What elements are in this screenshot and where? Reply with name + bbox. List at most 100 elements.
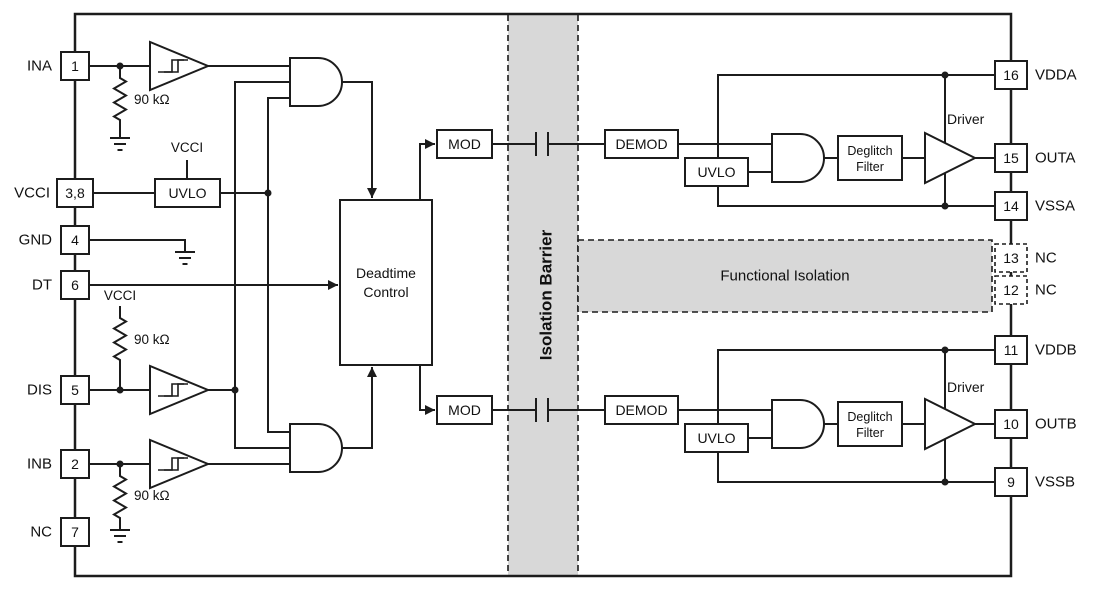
pin-box [60,517,90,547]
driver-b: Driver [924,379,985,451]
hysteresis-icon [164,383,188,397]
svg-text:Control: Control [363,284,408,300]
pin-box [60,375,90,405]
uvlo-block-b-right: UVLO [684,423,749,453]
pin-box [994,275,1028,305]
isolation-capacitor-a-icon [535,132,549,156]
wire-uvlo-rail [267,97,290,433]
wires [89,65,995,483]
resistor-icon [112,306,128,390]
pin-label: GND [19,232,53,249]
pin-vdda: 16 VDDA [994,60,1077,90]
pin-label: VCCI [14,185,50,202]
svg-text:Filter: Filter [856,160,884,174]
uvlo-block-a-right: UVLO [684,157,749,187]
driver-triangle-icon [924,131,978,185]
wire-deadtime-to-moda [419,139,435,200]
pin-box [994,467,1028,497]
pin-number: 4 [71,232,79,248]
pin-number: 13 [1003,250,1019,266]
functional-isolation-label: Functional Isolation [720,268,849,285]
vcci-label: VCCI [171,140,203,155]
pin-box [994,191,1028,221]
schmitt-buffer-dis [149,364,211,416]
wire-vdda-rail [717,74,995,158]
pin-label: INA [27,58,52,75]
pin-label: OUTB [1035,416,1077,433]
pin-box [994,409,1028,439]
pin-nc-13: 13 NC [994,243,1057,273]
gnd-ground-icon [175,251,195,265]
pin-number: 11 [1004,342,1019,358]
ground-icon [110,529,130,543]
pin-dis: DIS 5 [27,375,90,405]
wire-vssa-rail [717,186,995,207]
pin-label: OUTA [1035,150,1076,167]
pin-vssb: 9 VSSB [994,467,1075,497]
pin-label: NC [1035,282,1057,299]
pin-label: VSSA [1035,198,1075,215]
schmitt-buffer-inb [149,438,211,490]
svg-text:DEMOD: DEMOD [615,136,667,152]
wire-deadtime-to-modb [419,365,435,415]
pin-number: 3,8 [65,185,85,201]
deglitch-filter-block-b: Deglitch Filter [837,401,903,447]
pin-outa: 15 OUTA [994,143,1076,173]
pin-number: 2 [71,456,79,472]
pin-label: INB [27,456,52,473]
wire-gnd-pin [89,239,186,252]
junction-dots [116,62,949,486]
pin-label: VDDB [1035,342,1077,359]
functional-isolation-band: Functional Isolation [577,239,993,313]
schmitt-buffer-ina [149,40,211,92]
svg-text:MOD: MOD [448,136,481,152]
pin-number: 14 [1003,198,1019,214]
isolation-capacitor-b-icon [535,398,549,422]
pin-label: DIS [27,382,52,399]
pulldown-resistor-inb: 90 kΩ [110,464,170,543]
driver-label: Driver [947,111,985,127]
resistor-value-label: 90 kΩ [134,92,170,107]
pin-dt: DT 6 [32,270,90,300]
and-gate-a-left [289,57,343,107]
svg-text:UVLO: UVLO [697,430,735,446]
pin-inb: INB 2 [27,449,90,479]
wire-dis-rail [234,81,290,449]
pin-box [994,335,1028,365]
deadtime-control-block: Deadtime Control [339,199,433,366]
svg-text:UVLO: UVLO [168,185,206,201]
hysteresis-icon [164,59,188,73]
isolation-barrier-label: Isolation Barrier [537,229,556,360]
mod-block-b: MOD [436,395,493,425]
pin-box [994,143,1028,173]
ground-icon [110,137,130,151]
pulldown-resistor-ina: 90 kΩ [110,66,170,151]
svg-text:Filter: Filter [856,426,884,440]
pin-box [60,51,90,81]
pin-box [56,178,94,208]
resistor-value-label: 90 kΩ [134,332,170,347]
driver-triangle-icon [924,397,978,451]
pin-label: VSSB [1035,474,1075,491]
pin-vddb: 11 VDDB [994,335,1077,365]
pin-vcci: VCCI 3,8 [14,178,94,208]
pin-box [60,449,90,479]
pin-outb: 10 OUTB [994,409,1077,439]
pin-number: 15 [1003,150,1019,166]
pin-label: NC [1035,250,1057,267]
driver-a: Driver [924,111,985,185]
svg-text:Deadtime: Deadtime [356,265,416,281]
uvlo-block-left: UVLO [154,178,221,208]
svg-text:MOD: MOD [448,402,481,418]
deglitch-filter-block-a: Deglitch Filter [837,135,903,181]
and-gate-b-right [771,399,825,449]
isolation-barrier-band: Isolation Barrier [507,15,579,575]
pin-vssa: 14 VSSA [994,191,1075,221]
pin-box [60,270,90,300]
driver-label: Driver [947,379,985,395]
pin-gnd: GND 4 [19,225,90,255]
pin-box [994,60,1028,90]
pin-nc-left: NC 7 [30,517,90,547]
